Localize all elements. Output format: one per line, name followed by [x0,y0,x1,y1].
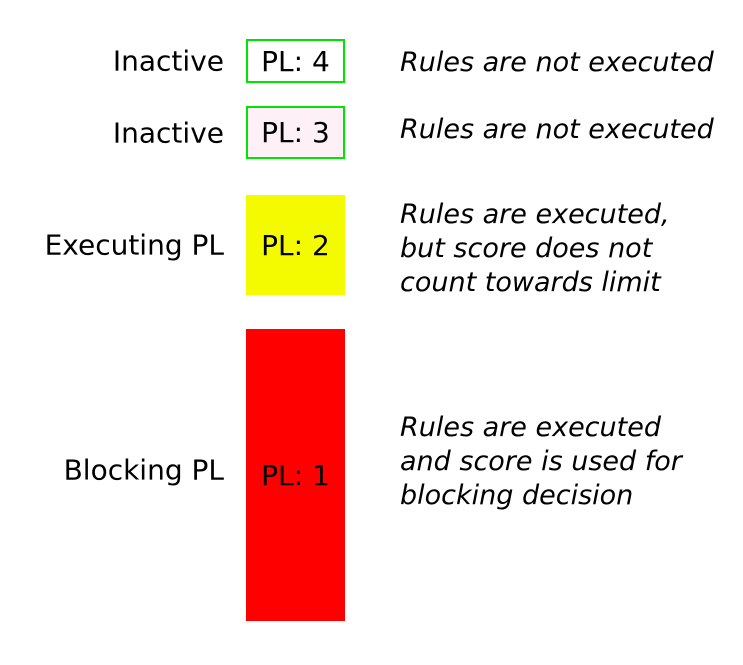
row-label-inactive-pl3: Inactive [112,116,224,150]
pl4-description: Rules are not executed [400,47,714,78]
row-label-executing-pl: Executing PL [44,228,224,262]
pl3-description: Rules are not executed [400,114,714,145]
pl4-box-text: PL: 4 [261,44,330,78]
pl1-description: Rules are executed and score is used for… [400,412,682,511]
pl3-box: PL: 3 [246,106,345,159]
pl3-box-text: PL: 3 [261,116,330,149]
pl4-box: PL: 4 [246,39,345,83]
pl2-description: Rules are executed, but score does not c… [400,199,670,298]
row-label-blocking-pl: Blocking PL [63,453,224,487]
pl1-box-text: PL: 1 [261,458,330,492]
pl1-box: PL: 1 [246,329,345,621]
row-label-inactive-pl4: Inactive [112,44,224,78]
pl2-box: PL: 2 [246,195,345,295]
pl2-box-text: PL: 2 [261,228,330,262]
